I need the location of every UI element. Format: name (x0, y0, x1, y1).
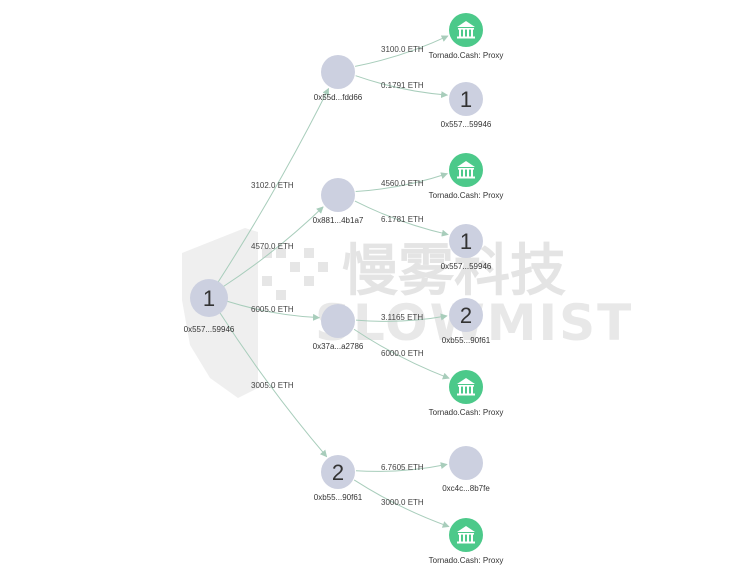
edge-label: 3102.0 ETH (251, 181, 294, 190)
tornado-node[interactable]: Tornado.Cash: Proxy (429, 370, 504, 417)
node-count: 2 (332, 460, 344, 485)
tornado-node[interactable]: Tornado.Cash: Proxy (429, 153, 504, 200)
node-count: 1 (203, 286, 215, 311)
tornado-label: Tornado.Cash: Proxy (429, 556, 504, 565)
tornado-node-circle (449, 153, 483, 187)
address-label: 0xb55...90f61 (442, 336, 491, 345)
edge-label: 6005.0 ETH (251, 305, 294, 314)
tornado-label: Tornado.Cash: Proxy (429, 191, 504, 200)
edge-arrow (226, 300, 320, 321)
address-node[interactable]: 2 0xb55...90f61 (314, 455, 363, 502)
address-label: 0x557...59946 (184, 325, 235, 334)
tornado-node[interactable]: Tornado.Cash: Proxy (429, 518, 504, 565)
bank-icon (457, 161, 475, 179)
edge-arrow (355, 75, 449, 99)
tornado-label: Tornado.Cash: Proxy (429, 408, 504, 417)
address-node[interactable]: 1 0x557...59946 (184, 279, 235, 334)
nodes-layer: 1 0x557...59946 0x55d...fdd66 0x881...4b1a7… (184, 13, 504, 565)
address-node-circle (449, 224, 483, 258)
edge-label: 3000.0 ETH (381, 498, 424, 507)
edge-label: 4570.0 ETH (251, 242, 294, 251)
address-label: 0x881...4b1a7 (313, 216, 364, 225)
address-label: 0xb55...90f61 (314, 493, 363, 502)
bank-icon (457, 378, 475, 396)
edge-arrow (219, 312, 328, 458)
edge-label: 3005.0 ETH (251, 381, 294, 390)
edge-labels-layer: 3102.0 ETH 4570.0 ETH 6005.0 ETH 3005.0 ETH… (251, 45, 424, 507)
address-label: 0x557...59946 (441, 262, 492, 271)
address-label: 0xc4c...8b7fe (442, 484, 490, 493)
pixel-pattern-icon (262, 248, 328, 300)
edges-layer (217, 35, 450, 528)
address-node-circle (321, 304, 355, 338)
address-node-circle (190, 279, 228, 317)
edge-label: 0.1791 ETH (381, 81, 424, 90)
edge-label: 6.7605 ETH (381, 463, 424, 472)
address-node[interactable]: 1 0x557...59946 (441, 82, 492, 129)
node-count: 1 (460, 87, 472, 112)
address-node[interactable]: 2 0xb55...90f61 (442, 298, 491, 345)
address-node[interactable]: 0x37a...a2786 (313, 304, 364, 351)
tornado-node-circle (449, 370, 483, 404)
edge-label: 6.1781 ETH (381, 215, 424, 224)
tornado-node[interactable]: Tornado.Cash: Proxy (429, 13, 504, 60)
edge-arrow (355, 462, 448, 472)
address-label: 0x557...59946 (441, 120, 492, 129)
edge-arrow (353, 479, 450, 528)
tornado-node-circle (449, 518, 483, 552)
tornado-label: Tornado.Cash: Proxy (429, 51, 504, 60)
address-label: 0x37a...a2786 (313, 342, 364, 351)
edge-arrow (354, 200, 449, 237)
address-node-circle (449, 446, 483, 480)
edge-arrow (217, 87, 330, 283)
address-node-circle (321, 178, 355, 212)
edge-arrow (222, 206, 324, 288)
edge-arrow (353, 328, 450, 380)
edge-arrow (355, 313, 448, 322)
address-node[interactable]: 1 0x557...59946 (441, 224, 492, 271)
edge-arrow (355, 35, 449, 67)
address-node-circle (321, 55, 355, 89)
bank-icon (457, 21, 475, 39)
address-label: 0x55d...fdd66 (314, 93, 363, 102)
edge-label: 3100.0 ETH (381, 45, 424, 54)
bank-icon (457, 526, 475, 544)
tornado-node-circle (449, 13, 483, 47)
address-node[interactable]: 0x881...4b1a7 (313, 178, 364, 225)
address-node[interactable]: 0x55d...fdd66 (314, 55, 363, 102)
node-count: 1 (460, 229, 472, 254)
address-node-circle (321, 455, 355, 489)
address-node[interactable]: 0xc4c...8b7fe (442, 446, 490, 493)
address-node-circle (449, 298, 483, 332)
edge-label: 4560.0 ETH (381, 179, 424, 188)
address-node-circle (449, 82, 483, 116)
node-count: 2 (460, 303, 472, 328)
edge-arrow (355, 172, 449, 193)
edge-label: 3.1165 ETH (381, 313, 423, 322)
edge-label: 6000.0 ETH (381, 349, 424, 358)
